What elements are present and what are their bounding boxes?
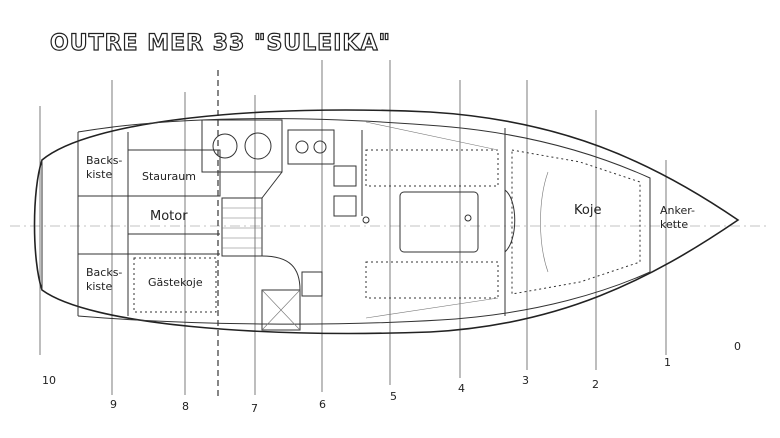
- stove-burner-left: [295, 140, 309, 154]
- forward-door-swing: [504, 189, 516, 253]
- label-koje: Koje: [574, 203, 601, 218]
- companionway-steps: [221, 197, 263, 257]
- station-number-6: 6: [319, 398, 326, 411]
- salon-table: [399, 191, 479, 253]
- label-backskiste-top-2: kiste: [86, 168, 112, 181]
- label-ankerkette-1: Anker-: [660, 204, 695, 217]
- station-number-5: 5: [390, 390, 397, 403]
- station-number-3: 3: [522, 374, 529, 387]
- nav-locker: [301, 271, 323, 297]
- station-numbers: 10 9 8 7 6 5 4 3 2 1 0: [42, 340, 741, 415]
- galley-sink-2: [333, 195, 357, 217]
- label-gaestekoje: Gästekoje: [148, 276, 203, 289]
- label-backskiste-bottom-2: kiste: [86, 280, 112, 293]
- galley-sink-1: [333, 165, 357, 187]
- wc-bowl: [212, 133, 238, 159]
- galley-stove: [287, 129, 335, 165]
- head-compartment: [201, 119, 283, 173]
- station-number-2: 2: [592, 378, 599, 391]
- washbasin: [244, 132, 272, 160]
- v-berth-cushion-split: [540, 171, 549, 273]
- label-ankerkette-2: kette: [660, 218, 688, 231]
- stauraum-box: [127, 149, 221, 197]
- gaestekoje-berth: [133, 257, 217, 313]
- salon-settee-port: [365, 261, 499, 299]
- station-number-1: 1: [664, 356, 671, 369]
- station-lines: [39, 60, 667, 400]
- label-motor: Motor: [150, 209, 188, 224]
- station-number-10: 10: [42, 374, 56, 387]
- mast-post: [362, 216, 370, 224]
- hull-outline: [33, 109, 740, 335]
- stove-burner-right: [313, 140, 327, 154]
- chart-table-curve: [261, 255, 301, 330]
- station-number-4: 4: [458, 382, 465, 395]
- label-backskiste-bottom-1: Backs-: [86, 266, 122, 279]
- v-berth: [511, 149, 641, 295]
- station-number-0: 0: [734, 340, 741, 353]
- station-number-9: 9: [110, 398, 117, 411]
- chart-table-box: [261, 289, 301, 331]
- salon-settee-starboard: [365, 149, 499, 187]
- station-number-8: 8: [182, 400, 189, 413]
- label-stauraum: Stauraum: [142, 170, 196, 183]
- label-backskiste-top-1: Backs-: [86, 154, 122, 167]
- station-number-7: 7: [251, 402, 258, 415]
- drawing-title: OUTRE MER 33 "SULEIKA": [50, 31, 391, 56]
- table-post: [464, 214, 472, 222]
- head-door-line: [261, 171, 283, 199]
